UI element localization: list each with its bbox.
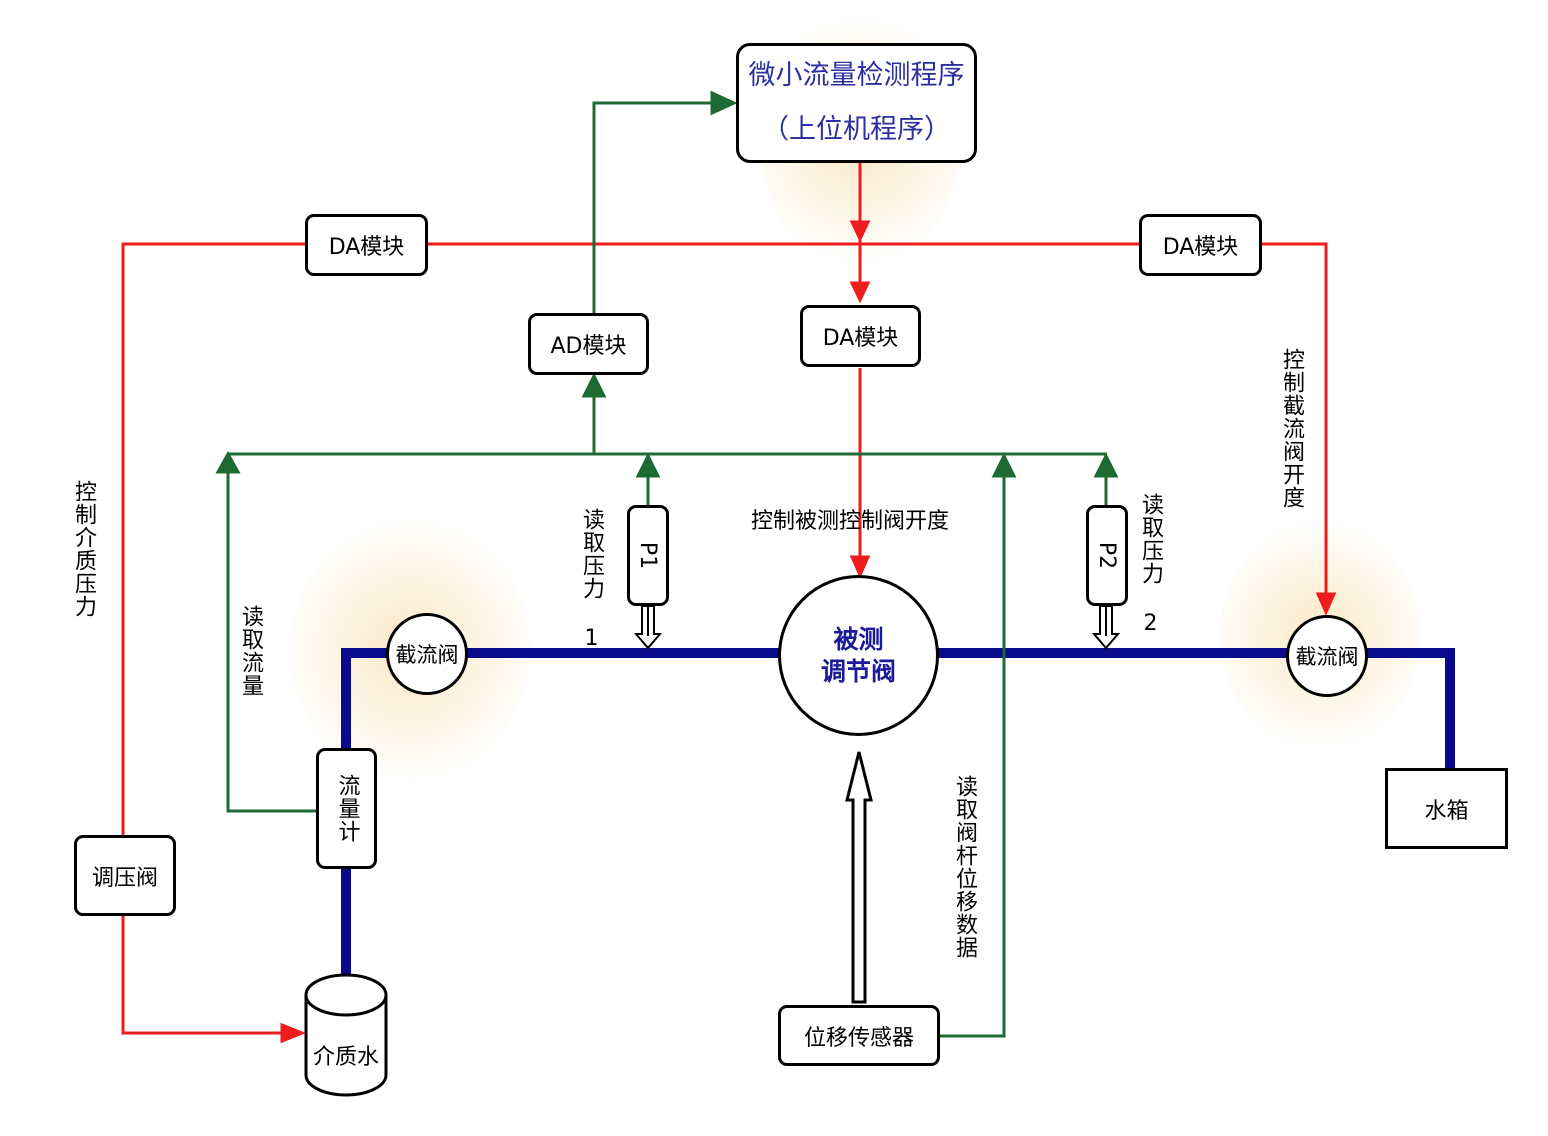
label-control-cutoff-opening: 控制截流阀开度 — [1279, 348, 1304, 509]
cutoff-valve-right-label: 截流阀 — [1295, 645, 1359, 669]
medium-water-label: 介质水 — [312, 1045, 379, 1070]
displacement-sensor: 位移传感器 — [778, 1005, 940, 1066]
label-read-flow: 读取流量 — [238, 605, 263, 697]
cutoff-valve-left-label: 截流阀 — [395, 643, 459, 667]
host-program-title: 微小流量检测程序 — [748, 60, 965, 91]
da-module-right: DA模块 — [1139, 214, 1262, 276]
host-program-subtitle: （上位机程序） — [762, 114, 951, 145]
da-module-left: DA模块 — [305, 214, 428, 276]
green-signal-lines — [215, 90, 1119, 1038]
pressure-sensor-p2: P2 — [1086, 505, 1128, 606]
label-read-pressure-1: 读取压力 1 — [579, 508, 604, 652]
tested-valve-line2: 调节阀 — [820, 656, 896, 686]
pressure-regulating-valve: 调压阀 — [74, 835, 176, 916]
flow-meter: 流量计 — [316, 748, 377, 869]
cutoff-valve-right: 截流阀 — [1286, 615, 1368, 697]
p1-label: P1 — [635, 541, 661, 570]
ad-module: AD模块 — [528, 313, 649, 375]
pressure-sensor-p1: P1 — [627, 505, 669, 606]
stem-displacement-arrow — [845, 751, 873, 1004]
label-read-pressure-2: 读取压力 2 — [1138, 493, 1163, 637]
host-program-box: 微小流量检测程序 （上位机程序） — [736, 43, 977, 163]
label-read-stem-displacement: 读取阀杆位移数据 — [952, 775, 977, 959]
pressure-tap-arrows — [633, 605, 1121, 650]
cutoff-valve-left: 截流阀 — [386, 613, 468, 695]
medium-water-tank: 介质水 — [304, 973, 388, 1097]
tested-control-valve: 被测 调节阀 — [778, 575, 939, 736]
p2-label: P2 — [1094, 541, 1120, 570]
water-tank: 水箱 — [1385, 768, 1508, 849]
red-control-lines — [121, 163, 1337, 1044]
label-control-medium-pressure: 控制介质压力 — [71, 480, 96, 618]
cylinder-shape — [304, 973, 388, 1097]
flow-meter-label: 流量计 — [334, 774, 360, 843]
da-module-center: DA模块 — [800, 305, 921, 367]
label-control-opening: 控制被测控制阀开度 — [751, 509, 950, 534]
tested-valve-line1: 被测 — [833, 624, 884, 654]
